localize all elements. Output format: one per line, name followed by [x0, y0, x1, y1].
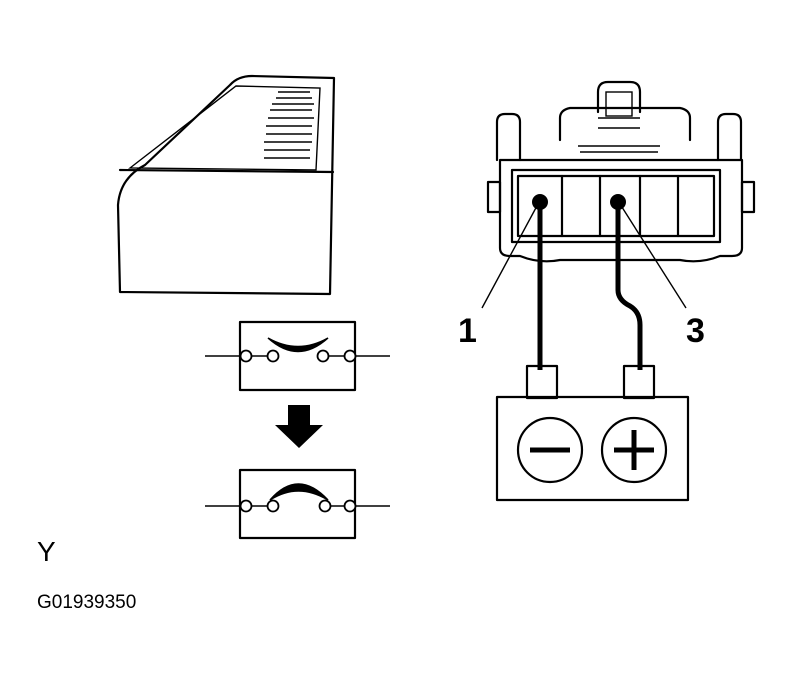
- view-letter-label: Y: [37, 536, 56, 567]
- test-leads: [537, 202, 643, 370]
- battery-icon: [495, 364, 690, 502]
- terminal-1-label: 1: [458, 312, 477, 350]
- positive-terminal-icon: [600, 416, 668, 484]
- connector-icon: [486, 80, 756, 263]
- switch-closed-state-icon: [205, 468, 390, 540]
- down-arrow-icon: [275, 405, 323, 448]
- terminal-3-leader: [619, 203, 687, 309]
- door-outline-icon: [116, 74, 336, 296]
- terminal-1-leader: [481, 203, 539, 309]
- figure-code-label: G01939350: [37, 592, 137, 613]
- negative-terminal-icon: [516, 416, 584, 484]
- terminal-3-label: 3: [686, 312, 705, 350]
- switch-open-state-icon: [205, 320, 390, 392]
